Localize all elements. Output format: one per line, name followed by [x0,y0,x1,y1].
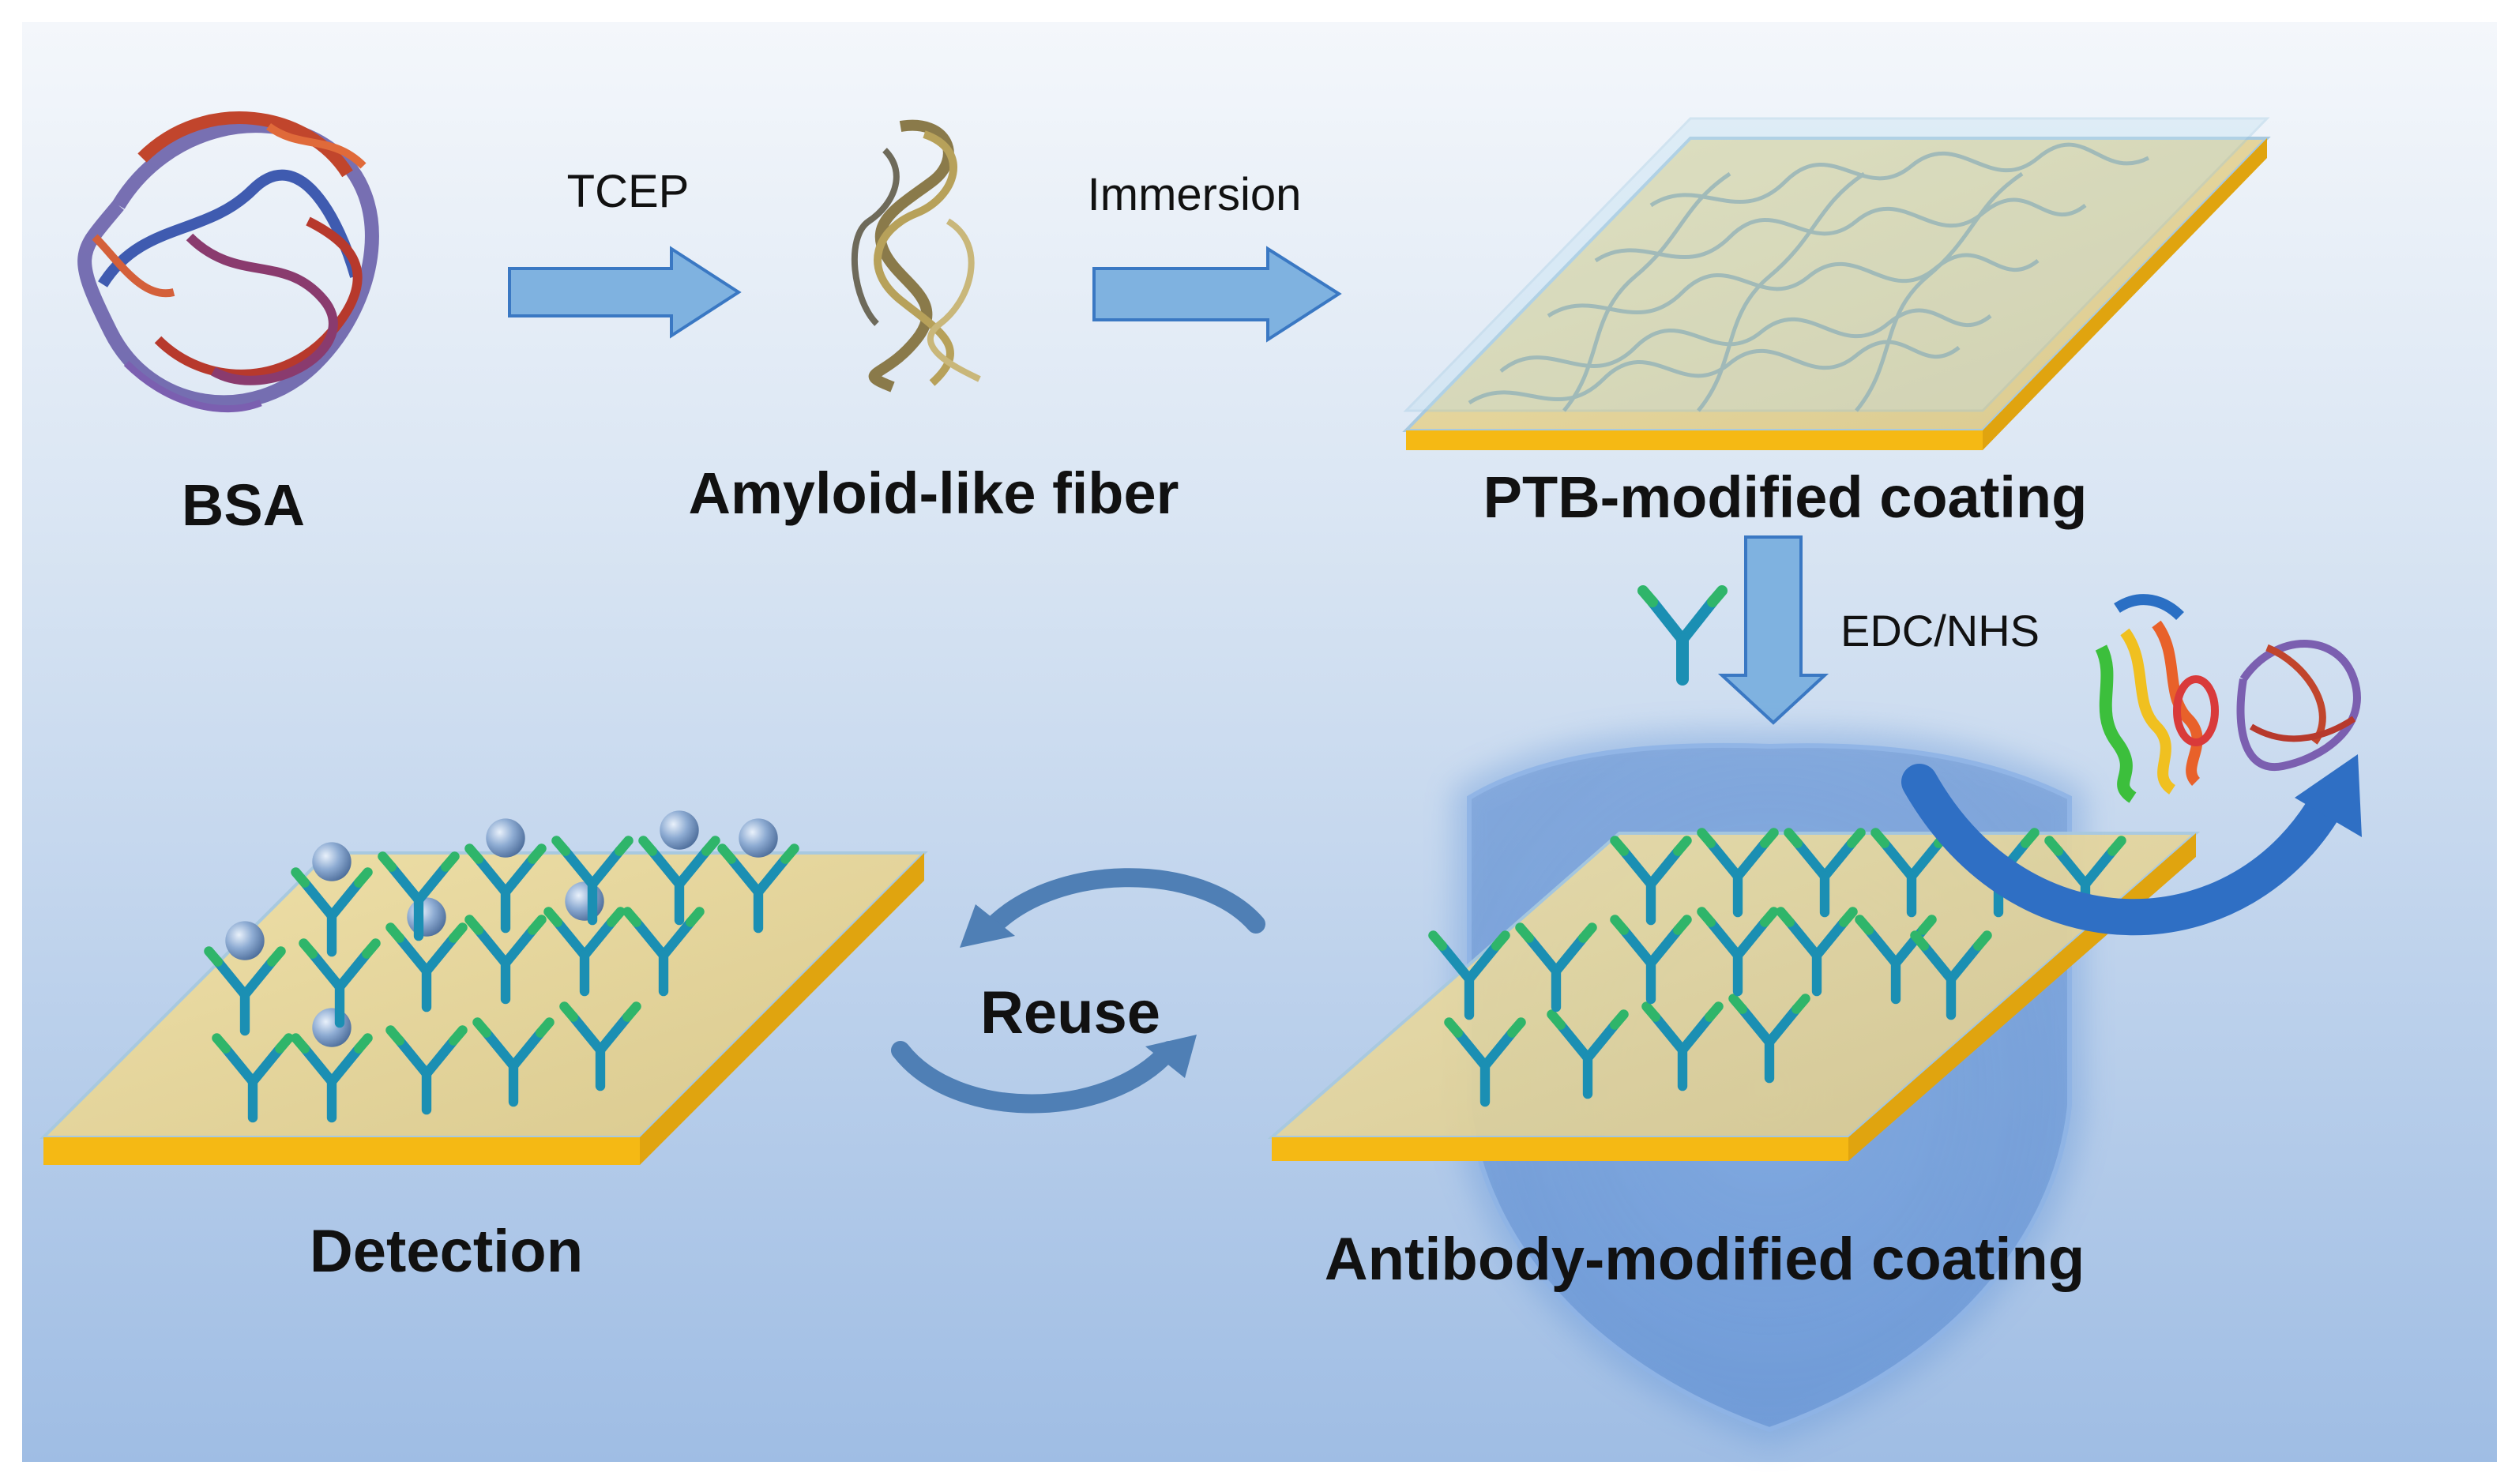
antibody-y-icon [559,1001,641,1091]
detection-label: Detection [310,1218,583,1285]
antibody-y-icon [1637,585,1728,686]
tcep-label: TCEP [567,166,690,217]
antibody-y-icon [717,818,799,934]
antigen-sphere-icon [312,842,352,881]
antibody-y-icon [1610,836,1692,926]
nonspecific-proteins-icon [2095,594,2361,803]
antibody-y-icon [1855,915,1937,1005]
reuse-cycle-arrows [891,868,1265,1114]
antibody-array-left [204,810,799,1123]
immersion-label: Immersion [1088,169,1302,220]
antibody-y-icon [1444,1017,1526,1107]
antibody-y-icon [378,851,460,941]
antibody-y-icon [464,818,547,934]
antibody-y-icon [464,915,547,1005]
antigen-sphere-icon [565,881,604,921]
antibody-y-icon [1728,994,1810,1084]
antigen-sphere-icon [225,921,265,960]
bsa-protein-ribbon-icon [77,111,379,413]
antibody-y-icon [551,836,634,926]
antibody-y-icon [1784,828,1866,918]
antibody-y-icon [385,1025,468,1115]
immersion-arrow [1092,246,1342,343]
bsa-label: BSA [182,472,305,538]
amyloid-label: Amyloid-like fiber [689,460,1179,526]
antibody-coating-label: Antibody-modified coating [1325,1226,2085,1293]
ptb-coating-slab [1402,117,2271,450]
antibody-y-icon [291,842,373,957]
antibody-y-icon [1697,907,1779,997]
antibody-y-icon [299,938,381,1028]
antibody-y-icon [1515,922,1597,1013]
edc-nhs-label: EDC/NHS [1840,606,2040,656]
antigen-sphere-icon [660,810,699,850]
ptb-fiber-network [1468,142,2150,412]
antigen-sphere-icon [739,818,778,858]
tcep-arrow [508,246,742,339]
antibody-y-icon [1547,1009,1629,1099]
edc-nhs-arrow [1717,535,1829,725]
antibody-y-icon [638,810,720,926]
antibody-y-icon [472,1017,555,1107]
antibody-y-icon [1697,828,1779,918]
amyloid-fiber-ribbon-icon [851,119,981,393]
detection-slab [39,810,928,1165]
antigen-sphere-icon [312,1008,352,1047]
antibody-y-icon [1428,930,1510,1020]
antibody-y-icon [204,921,286,1036]
antibody-y-icon [1641,1001,1724,1091]
curved-repel-arrow [1901,754,2362,936]
antibody-y-icon [1910,930,1992,1020]
reuse-label: Reuse [980,979,1160,1046]
antigen-sphere-icon [486,818,525,858]
antibody-y-icon [1610,915,1692,1005]
ptb-coating-label: PTB-modified coating [1483,464,2088,530]
antibody-y-icon [1776,907,1858,997]
antibody-y-icon [212,1033,294,1123]
antigen-sphere-icon [407,897,446,937]
antibody-y-icon [622,907,705,997]
